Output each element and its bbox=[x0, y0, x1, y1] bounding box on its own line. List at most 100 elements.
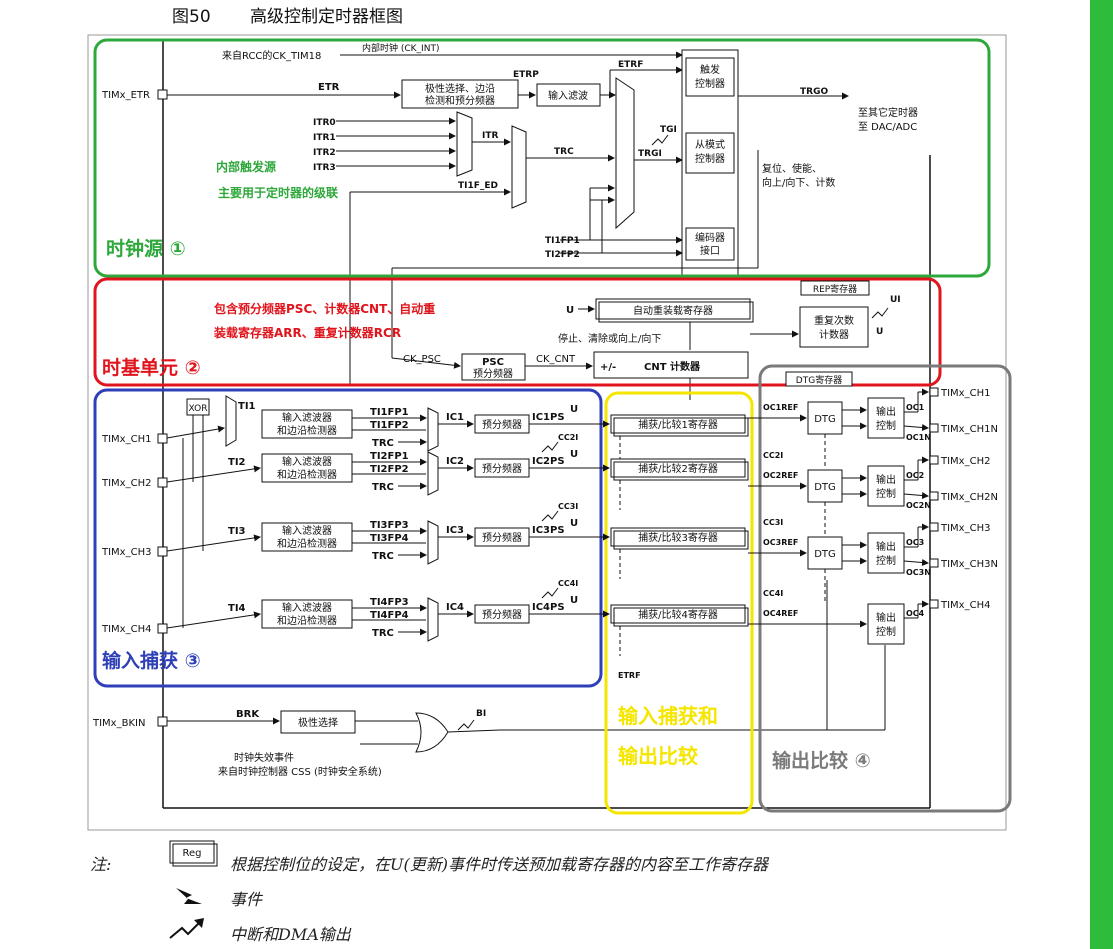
outctl4 bbox=[867, 603, 905, 645]
ch4-prescaler-label: 预分频器 bbox=[482, 608, 522, 621]
trigger-line1: 触发 bbox=[700, 63, 720, 76]
etr-pin bbox=[157, 89, 168, 100]
ck-int-label: 内部时钟 (CK_INT) bbox=[362, 42, 439, 54]
trgo-signal: TRGO bbox=[800, 87, 828, 97]
ch3-fp-b: TI3FP4 bbox=[370, 533, 409, 544]
out-ch3-pin bbox=[929, 522, 939, 532]
capcomp-label-line2: 输出比较 bbox=[618, 744, 698, 768]
figure-title: 高级控制定时器框图 bbox=[250, 7, 403, 27]
ch1-ic-mux bbox=[427, 407, 439, 452]
bi-irq-icon bbox=[457, 719, 475, 731]
out-ch2-pin bbox=[929, 455, 939, 465]
ti4-signal: TI4 bbox=[228, 603, 246, 614]
capcomp-label-line1: 输入捕获和 bbox=[618, 704, 718, 728]
css-line2: 来自时钟控制器 CSS (时钟安全系统) bbox=[218, 765, 382, 778]
tgi-irq-icon bbox=[651, 134, 669, 146]
ch4-filter-line2: 和边沿检测器 bbox=[277, 614, 337, 627]
etrf-capture: ETRF bbox=[618, 671, 641, 680]
trgi-signal: TRGI bbox=[638, 149, 662, 159]
dtg1-label: DTG bbox=[814, 414, 836, 425]
ch4-cci-icon bbox=[541, 587, 559, 599]
psc-block bbox=[461, 353, 526, 381]
ui-signal: UI bbox=[890, 295, 901, 305]
polarity-line2: 检测和预分频器 bbox=[425, 94, 495, 107]
ch2-pin-label: TIMx_CH2 bbox=[101, 478, 151, 489]
ch4-cci: CC4I bbox=[558, 579, 578, 588]
ch4-filter-line1: 输入滤波器 bbox=[282, 601, 332, 614]
oc2-ref: OC2REF bbox=[763, 471, 798, 480]
itr-signal: ITR bbox=[482, 131, 498, 141]
ch3-u: U bbox=[570, 518, 578, 529]
ch1-input-line bbox=[166, 425, 225, 439]
encoder-line2: 接口 bbox=[700, 244, 720, 257]
oc1-ref: OC1REF bbox=[763, 403, 798, 412]
ch2-cci-icon bbox=[541, 441, 559, 453]
ch2-prescaler-label: 预分频器 bbox=[482, 462, 522, 475]
input-capture-region bbox=[93, 388, 603, 688]
ti1f-ed-signal: TI1F_ED bbox=[458, 181, 498, 191]
oc4-cci: CC4I bbox=[763, 589, 783, 598]
ch3-icps: IC3PS bbox=[532, 525, 565, 536]
ti2-signal: TI2 bbox=[228, 457, 246, 468]
cnt-label: CNT 计数器 bbox=[644, 360, 701, 373]
ch1-ic: IC1 bbox=[446, 412, 464, 423]
bkin-pin bbox=[157, 716, 168, 727]
slave-line1: 从模式 bbox=[695, 138, 725, 151]
out-ch4-pin bbox=[929, 599, 939, 609]
ck-psc-label: CK_PSC bbox=[403, 354, 441, 365]
oc3n-line bbox=[903, 559, 929, 566]
ch4-filter bbox=[261, 599, 353, 629]
ch1-ccr bbox=[610, 414, 746, 434]
outctl2 bbox=[867, 465, 905, 507]
out-ch1n-pin bbox=[929, 423, 939, 433]
ch1-prescaler-label: 预分频器 bbox=[482, 418, 522, 431]
ch3-ic: IC3 bbox=[446, 525, 464, 536]
ch1-trc: TRC bbox=[372, 438, 394, 449]
ch4-fp-b: TI4FP4 bbox=[370, 610, 409, 621]
clock-note-line2: 主要用于定时器的级联 bbox=[218, 185, 338, 200]
ch3-fp-a: TI3FP3 bbox=[370, 520, 409, 531]
clock-note-line1: 内部触发源 bbox=[216, 159, 276, 174]
out-ch2n-pin bbox=[929, 491, 939, 501]
oc3n-label: OC3N bbox=[906, 568, 931, 577]
dtg3 bbox=[807, 536, 843, 570]
dtg2 bbox=[807, 469, 843, 503]
irq-note: 中断和DMA输出 bbox=[230, 925, 352, 944]
ch2-icps: IC2PS bbox=[532, 456, 565, 467]
ch2-filter-line1: 输入滤波器 bbox=[282, 455, 332, 468]
out-ch3n-pin bbox=[929, 558, 939, 568]
ch1-pin bbox=[157, 433, 168, 444]
slave-out-line1: 复位、使能、 bbox=[762, 162, 822, 175]
ch3-filter-line1: 输入滤波器 bbox=[282, 524, 332, 537]
output-compare-region bbox=[758, 364, 1012, 813]
irq-dma-icon bbox=[169, 921, 201, 939]
ch4-ic-mux bbox=[427, 597, 439, 642]
ch3-cci-icon bbox=[541, 510, 559, 522]
capture-channels: TIMx_CH1TI1输入滤波器和边沿检测器TI1FP1TI1FP2TRCIC1… bbox=[101, 401, 749, 680]
ch3-cci: CC3I bbox=[558, 502, 578, 511]
u-rep: U bbox=[876, 327, 883, 337]
slave-line2: 控制器 bbox=[695, 152, 725, 165]
bi-signal: BI bbox=[476, 709, 486, 719]
output-stages: DTG寄存器OC1REFDTG输出控制OC1TIMx_CH1OC1NTIMx_C… bbox=[748, 371, 998, 645]
oc3-label: OC3 bbox=[906, 538, 924, 547]
itr3: ITR3 bbox=[313, 163, 336, 173]
capture-compare-region bbox=[604, 391, 754, 815]
ch3-ccr bbox=[610, 527, 746, 547]
dtg2-label: DTG bbox=[814, 482, 836, 493]
ch1-icps: IC1PS bbox=[532, 412, 565, 423]
ch3-ccr-shadow bbox=[613, 530, 749, 550]
ck-tim-source: 来自RCC的CK_TIM18 bbox=[222, 49, 321, 62]
ch3-filter-line2: 和边沿检测器 bbox=[277, 537, 337, 550]
ch2-ic: IC2 bbox=[446, 456, 464, 467]
ch1-filter bbox=[261, 409, 353, 439]
ui-irq-icon bbox=[871, 307, 889, 319]
reg-badge-label: Reg bbox=[183, 848, 202, 859]
ch2-ccr bbox=[610, 458, 746, 478]
reg-badge bbox=[169, 840, 215, 864]
out-ch3-label: TIMx_CH3 bbox=[940, 523, 990, 534]
out-ch1-pin bbox=[929, 387, 939, 397]
ch3-pin bbox=[157, 546, 168, 557]
oc4-ref: OC4REF bbox=[763, 609, 798, 618]
outctl2-line1: 输出 bbox=[876, 473, 896, 486]
